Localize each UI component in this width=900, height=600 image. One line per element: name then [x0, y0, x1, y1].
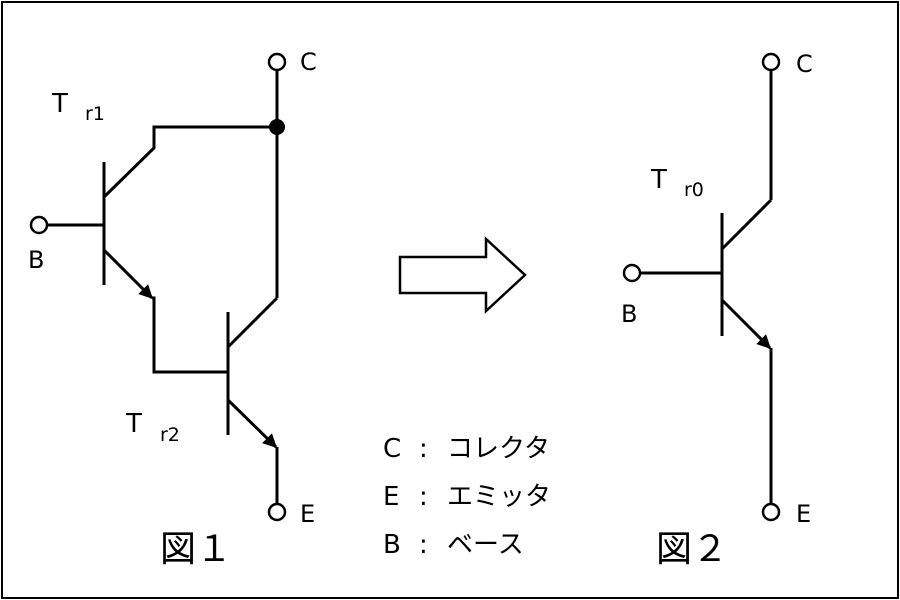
terminal-e-circle [267, 502, 287, 522]
fig2-label-b: B [621, 300, 637, 328]
junction-dot [269, 119, 285, 135]
legend: C : コレクタ E : エミッタ B : ベース [383, 434, 551, 560]
legend-sep-b: : [419, 530, 428, 560]
tr2-collector-wire [226, 296, 279, 349]
fig2-terminal-c-circle [761, 52, 781, 72]
legend-key-e: E [383, 482, 399, 512]
legend-key-c: C [383, 434, 401, 464]
legend-key-b: B [383, 530, 401, 560]
tr2-label-sub: r2 [160, 424, 180, 446]
fig1-label-e: E [300, 500, 315, 528]
legend-sep-c: : [419, 434, 428, 464]
terminal-c-circle [267, 52, 287, 72]
figure2-caption: 図２ [656, 529, 728, 570]
legend-sep-e: : [419, 482, 428, 512]
tr1-collector-wire [102, 125, 277, 199]
figure2-circuit: C B E T r0 図２ [621, 50, 813, 570]
figure1-circuit: C B E T r1 T r2 図１ [28, 48, 317, 570]
legend-value-b: ベース [447, 530, 524, 560]
tr1-to-tr2-wire [152, 296, 228, 374]
tr1-label-main: T [51, 89, 68, 119]
fig1-label-c: C [300, 48, 317, 76]
tr0-collector-wire [720, 198, 773, 251]
tr0-emitter-arrow [720, 298, 772, 350]
tr1-emitter-arrow [102, 248, 154, 300]
fig2-label-c: C [796, 50, 813, 78]
legend-value-e: エミッタ [447, 482, 551, 512]
fig2-label-e: E [796, 500, 811, 528]
tr0-label-sub: r0 [684, 179, 704, 201]
fig2-terminal-e-circle [761, 502, 781, 522]
fig1-label-b: B [28, 246, 44, 274]
terminal-b-circle [29, 215, 49, 235]
fig2-terminal-b-circle [622, 263, 642, 283]
tr0-label-main: T [650, 165, 667, 195]
legend-value-c: コレクタ [447, 434, 550, 464]
tr2-emitter-arrow [226, 398, 278, 449]
figure1-caption: 図１ [160, 529, 232, 570]
transform-arrow [398, 236, 527, 314]
tr2-label-main: T [125, 409, 142, 439]
tr1-label-sub: r1 [85, 103, 105, 125]
